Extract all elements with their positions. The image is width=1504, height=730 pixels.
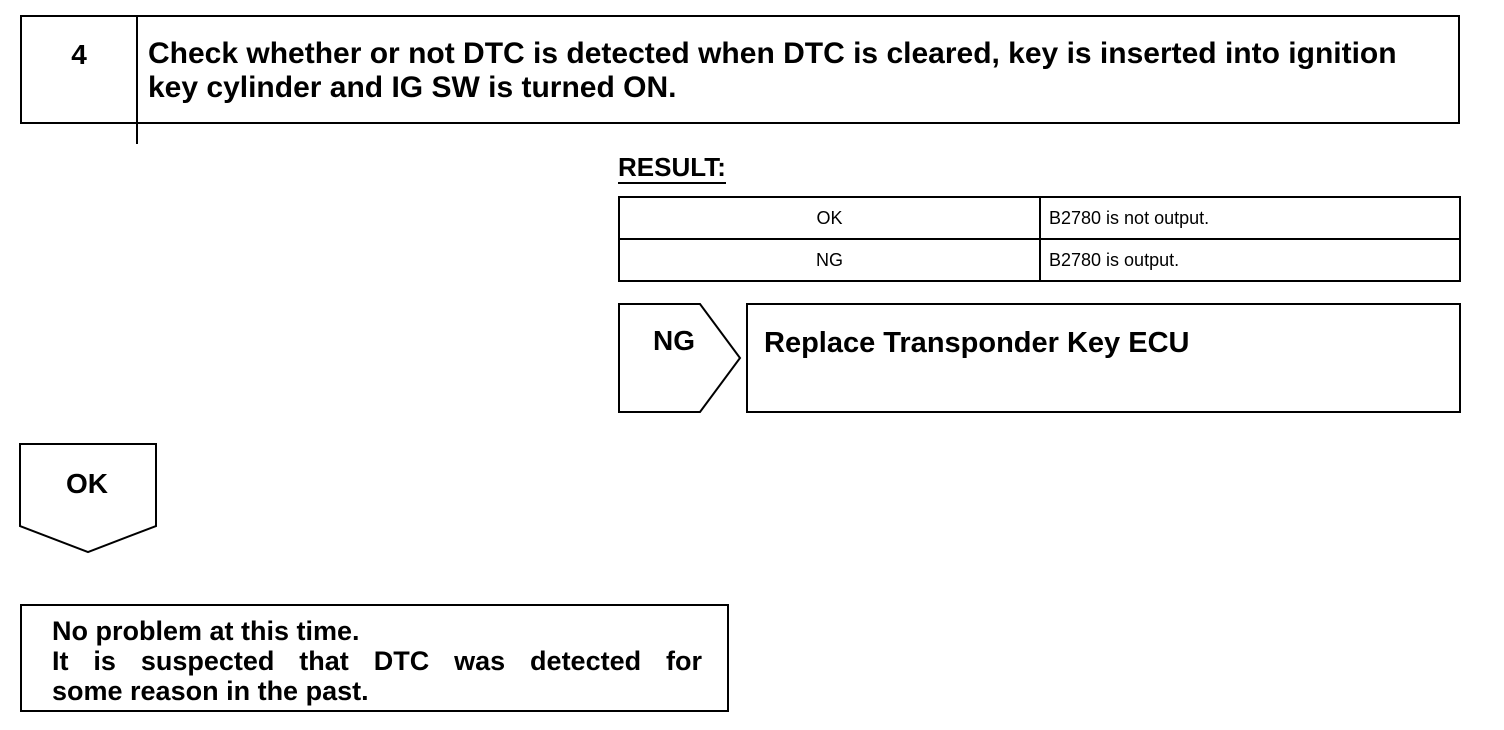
result-code-ok: OK [618, 196, 1041, 240]
conclusion-line: No problem at this time. [52, 616, 360, 646]
ng-action-text: Replace Transponder Key ECU [764, 327, 1190, 359]
step-header: 4 Check whether or not DTC is detected w… [20, 15, 1460, 144]
ng-arrow-shape [618, 303, 742, 413]
result-label: RESULT: [618, 152, 726, 184]
ng-action-box: Replace Transponder Key ECU [746, 303, 1461, 413]
ng-branch-label: NG [653, 325, 695, 356]
step-instruction: Check whether or not DTC is detected whe… [148, 37, 1397, 104]
conclusion-line: It is suspected that DTC was detected fo… [52, 646, 702, 676]
ok-arrow-shape [19, 443, 157, 554]
conclusion-text: No problem at this time. It is suspected… [52, 616, 702, 706]
conclusion-box: No problem at this time. It is suspected… [20, 604, 729, 712]
ok-branch-label: OK [66, 468, 108, 499]
result-table: OK B2780 is not output. NG B2780 is outp… [618, 196, 1461, 282]
result-code-ng: NG [618, 238, 1041, 282]
result-desc-ng: B2780 is output. [1039, 238, 1461, 282]
table-row: NG B2780 is output. [618, 238, 1461, 282]
table-row: OK B2780 is not output. [618, 196, 1461, 240]
step-number: 4 [22, 17, 138, 144]
conclusion-line: some reason in the past. [52, 676, 369, 706]
result-desc-ok: B2780 is not output. [1039, 196, 1461, 240]
